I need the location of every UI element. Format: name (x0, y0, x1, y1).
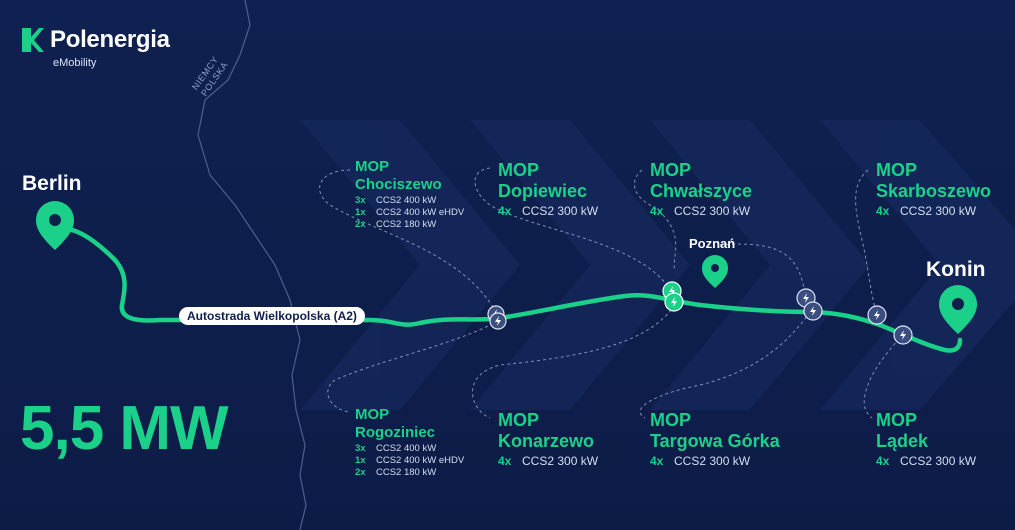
charger-row: 2x CCS2 180 kW (355, 219, 464, 230)
station-title-line2: Chociszewo (355, 176, 442, 193)
charger-icon (489, 312, 507, 330)
charger-spec: CCS2 300 kW (900, 204, 977, 218)
station-title-line1: MOP (876, 410, 918, 430)
charger-row: 2x CCS2 180 kW (355, 467, 464, 478)
charger-spec: CCS2 400 kW (376, 443, 437, 454)
charger-spec: CCS2 400 kW (376, 195, 437, 206)
station-title-line2: Chwałszyce (650, 181, 753, 201)
station-title-line2: Lądek (876, 431, 929, 451)
charger-row: 4x CCS2 300 kW (498, 204, 598, 218)
charger-row: 3x CCS2 400 kW (355, 443, 464, 454)
charger-count: 3x (355, 443, 366, 454)
charger-count: 3x (355, 195, 366, 206)
station-title-line2: Rogoziniec (355, 424, 436, 441)
charger-icon (803, 301, 823, 321)
charger-row: 3x CCS2 400 kW (355, 195, 464, 206)
charger-count: 1x (355, 455, 366, 466)
charger-markers (487, 281, 913, 345)
charger-count: 1x (355, 207, 366, 218)
total-power: 5,5 MW (20, 394, 229, 463)
charger-spec: CCS2 300 kW (522, 204, 599, 218)
charger-row: 4x CCS2 300 kW (876, 204, 991, 218)
station-chociszewo: MOP Chociszewo 3x CCS2 400 kW 1x CCS2 400 … (355, 158, 464, 230)
station-title-line1: MOP (355, 158, 390, 175)
charger-icon (867, 305, 887, 325)
charger-spec: CCS2 300 kW (900, 454, 977, 468)
charger-spec: CCS2 300 kW (674, 204, 751, 218)
charger-count: 4x (876, 204, 890, 218)
charger-row: 1x CCS2 400 kW eHDV (355, 207, 464, 218)
country-border-line (197, 0, 307, 530)
station-title-line2: Konarzewo (498, 431, 595, 451)
brand-name: Polenergia (50, 26, 170, 53)
charger-icon (893, 325, 913, 345)
station-title-line1: MOP (650, 410, 692, 430)
station-ladek: MOP Lądek 4x CCS2 300 kW (876, 410, 976, 468)
station-title-line1: MOP (498, 160, 540, 180)
charger-row: 4x CCS2 300 kW (876, 454, 976, 468)
charger-spec: CCS2 300 kW (522, 454, 599, 468)
station-skarboszewo: MOP Skarboszewo 4x CCS2 300 kW (876, 160, 991, 218)
station-targowa-gorka: MOP Targowa Górka 4x CCS2 300 kW (650, 410, 780, 468)
charger-count: 2x (355, 219, 366, 230)
charger-count: 4x (650, 454, 664, 468)
leader-lines (319, 167, 904, 419)
poznan-pin (702, 255, 728, 288)
city-poznan: Poznań (689, 236, 736, 251)
station-dopiewiec: MOP Dopiewiec 4x CCS2 300 kW (498, 160, 598, 218)
station-rogoziniec: MOP Rogoziniec 3x CCS2 400 kW 1x CCS2 400 … (355, 406, 464, 478)
station-title-line1: MOP (498, 410, 540, 430)
brand-subtitle: eMobility (53, 57, 97, 69)
charger-row: 4x CCS2 300 kW (498, 454, 598, 468)
brand-logo: Polenergia (22, 26, 170, 54)
station-title-line2: Skarboszewo (876, 181, 992, 201)
station-title-line1: MOP (355, 406, 390, 423)
station-title-line1: MOP (876, 160, 918, 180)
city-berlin: Berlin (22, 172, 82, 195)
station-konarzewo: MOP Konarzewo 4x CCS2 300 kW (498, 410, 598, 468)
charger-spec: CCS2 400 kW eHDV (376, 207, 465, 218)
charger-count: 4x (650, 204, 664, 218)
berlin-pin (35, 200, 74, 250)
charger-count: 4x (498, 204, 512, 218)
charger-spec: CCS2 300 kW (674, 454, 751, 468)
station-title-line2: Targowa Górka (650, 431, 780, 451)
charger-spec: CCS2 400 kW eHDV (376, 455, 465, 466)
charger-count: 4x (876, 454, 890, 468)
charger-row: 1x CCS2 400 kW eHDV (355, 455, 464, 466)
station-title-line1: MOP (650, 160, 692, 180)
charger-spec: CCS2 180 kW (376, 219, 437, 230)
charger-count: 2x (355, 467, 366, 478)
konin-pin (939, 285, 977, 334)
station-chwalszyce: MOP Chwałszyce 4x CCS2 300 kW (650, 160, 752, 218)
city-konin: Konin (926, 258, 986, 281)
charger-icon (664, 292, 684, 312)
road-label: Autostrada Wielkopolska (A2) (179, 307, 365, 325)
charger-row: 4x CCS2 300 kW (650, 454, 780, 468)
station-title-line2: Dopiewiec (498, 181, 588, 201)
charger-count: 4x (498, 454, 512, 468)
charger-row: 4x CCS2 300 kW (650, 204, 752, 218)
charger-spec: CCS2 180 kW (376, 467, 437, 478)
polenergia-logo-icon (22, 28, 44, 52)
route-line (57, 225, 963, 353)
background-chevrons (300, 120, 1015, 410)
